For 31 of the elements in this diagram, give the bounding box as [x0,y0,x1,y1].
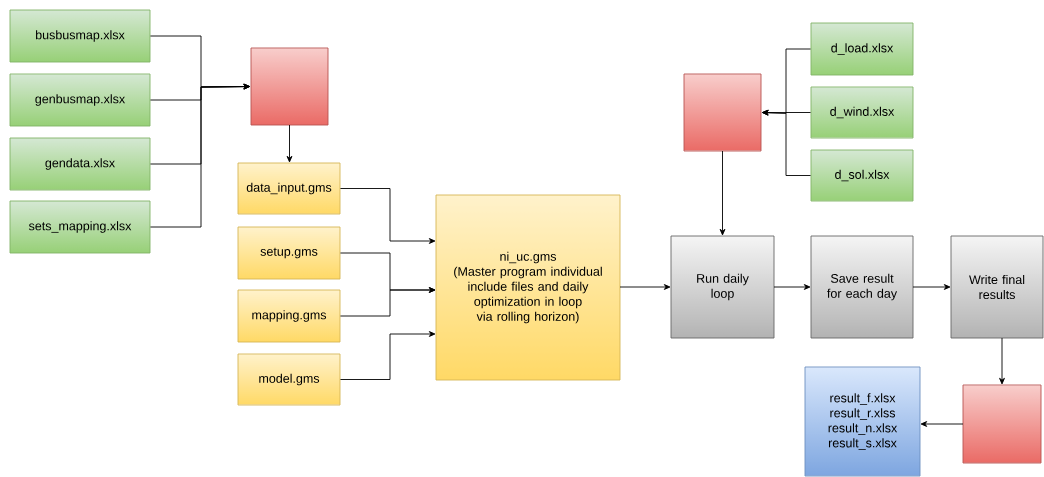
file-box: mapping.gms [237,289,341,343]
arrow [773,284,811,290]
file-box: model.gms [237,353,341,406]
process-box: Write final results [950,235,1044,339]
file-box: data_input.gms [237,162,341,215]
arrow [340,287,436,317]
process-box: Run daily loop [670,235,775,339]
arrow [762,109,811,176]
converter-box [962,384,1042,464]
file-box: d_sol.xlsx [810,149,914,202]
output-box: result_f.xlsx result_r.xlss result_n.xlsx result_s.xlsx [804,366,921,477]
arrow [150,83,250,228]
converter-box [683,73,762,152]
file-box: genbusmap.xlsx [9,73,151,127]
file-box: d_load.xlsx [810,22,914,76]
converter-box [250,47,329,126]
file-box: gendata.xlsx [9,137,151,191]
arrow [340,331,436,380]
arrow [912,284,951,290]
program-box: ni_uc.gms (Master program individual include files and daily optimization in loop via rolling horizon) [435,194,621,381]
file-box: setup.gms [237,226,341,280]
file-box: sets_mapping.xlsx [9,200,151,254]
arrow [920,421,964,427]
arrow [340,188,436,244]
arrow [719,150,726,236]
process-box: Save result for each day [810,235,914,339]
file-box: d_wind.xlsx [810,86,914,139]
file-box: busbusmap.xlsx [9,9,151,63]
arrow [286,124,293,163]
arrow [999,337,1005,385]
arrow [619,284,671,290]
